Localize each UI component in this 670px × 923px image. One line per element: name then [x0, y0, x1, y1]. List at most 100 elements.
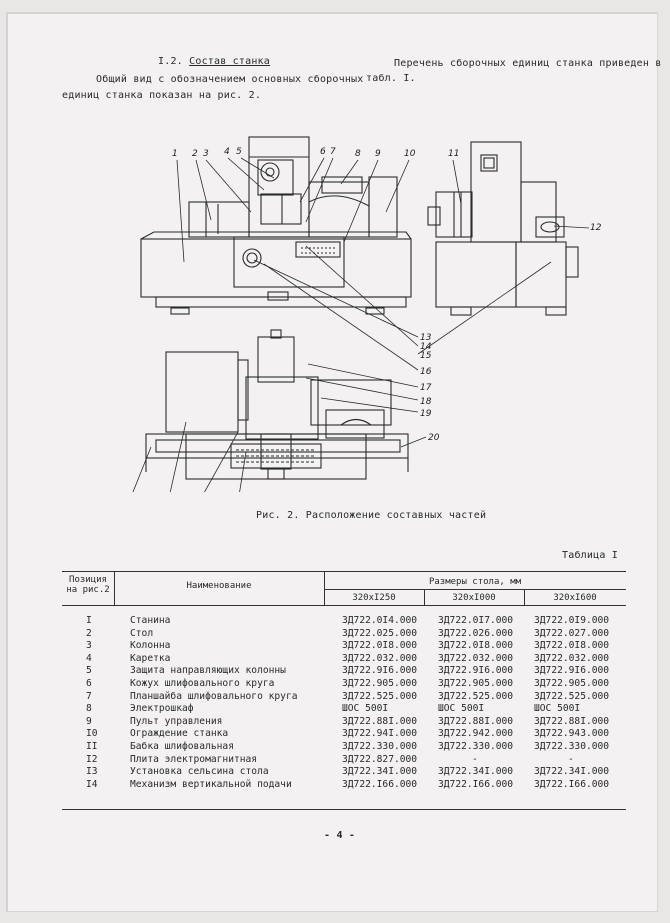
table-bottom-rule	[62, 809, 626, 810]
table-cell: Защита направляющих колонны	[130, 665, 286, 677]
table-cell: 8	[86, 703, 92, 715]
table-cell: I0	[86, 728, 98, 740]
table-cell: 3Д722.0I4.000	[342, 615, 418, 626]
table-cell: -	[472, 753, 478, 765]
table-cell: Плита электромагнитная	[130, 753, 258, 765]
table-cell: 3Д722.0I8.000	[438, 640, 514, 652]
callout-20: 20	[428, 433, 440, 443]
table-cell: 3Д722.I66.000	[342, 778, 418, 790]
table-cell: 3Д722.0I9.000	[534, 615, 610, 626]
table-cell: 3Д722.9I6.000	[438, 665, 514, 677]
table-cell: 3Д722.905.000	[438, 678, 514, 689]
table-cell: 3Д722.905.000	[342, 678, 418, 689]
col-divider-1	[114, 571, 115, 605]
table-cell: I2	[86, 753, 98, 765]
table-cell: 3Д722.032.000	[342, 652, 418, 664]
table-cell: 3Д722.88I.000	[438, 715, 514, 727]
table-cell: 9	[86, 715, 92, 727]
table-cell: Пульт управления	[130, 715, 223, 727]
col-divider-2	[324, 571, 325, 605]
table-cell: 3Д722.027.000	[534, 627, 610, 639]
table-cell: Стол	[130, 627, 154, 639]
callout-1: 1	[172, 149, 178, 159]
header-sizes: Размеры стола, мм	[428, 577, 522, 587]
table-cell: Электрошкаф	[130, 703, 194, 715]
side-view	[427, 141, 579, 316]
table-cell: 3Д722.34I.000	[534, 766, 610, 778]
table-cell: -	[568, 753, 574, 765]
callout-5: 5	[236, 147, 242, 157]
callout-16: 16	[420, 367, 432, 377]
col-divider-3	[424, 589, 425, 605]
table-cell: 2	[86, 627, 92, 639]
table-cell: 3Д722.025.000	[342, 627, 418, 639]
callout-12: 12	[590, 223, 602, 233]
table-cell: 3Д722.525.000	[534, 690, 610, 702]
table-cell: 3Д722.943.000	[534, 728, 610, 740]
table-cell: Установка сельсина стола	[130, 766, 269, 778]
table-cell: 3Д722.525.000	[342, 690, 418, 702]
header-bottom-rule	[62, 605, 626, 606]
col-divider-4	[524, 589, 525, 605]
table-cell: 3Д722.34I.000	[438, 766, 514, 778]
table-top-rule	[62, 571, 626, 572]
callout-3: 3	[203, 149, 209, 159]
callout-9: 9	[375, 149, 381, 159]
callout-8: 8	[355, 149, 361, 159]
callout-14: 14	[420, 342, 432, 352]
callout-17: 17	[420, 383, 432, 393]
table-cell: 3Д722.94I.000	[342, 728, 418, 740]
figure-caption: Рис. 2. Расположение составных частей	[256, 510, 487, 521]
callout-2: 2	[192, 149, 198, 159]
sizes-sub-rule	[324, 589, 626, 590]
table-cell: 3Д722.0I8.000	[342, 640, 418, 652]
header-name: Наименование	[186, 581, 252, 591]
leader-lines	[132, 157, 590, 492]
table-cell: 3Д722.330.000	[534, 741, 610, 752]
table-cell: ШОС 500I	[534, 703, 581, 715]
table-cell: Каретка	[130, 652, 171, 664]
table-cell: ШОС 500I	[438, 703, 485, 715]
table-cell: 3Д722.026.000	[438, 627, 514, 639]
intro-right-line1: Перечень сборочных единиц станка приведе…	[394, 58, 662, 69]
header-position: Позиция на рис.2	[66, 575, 110, 595]
table-cell: 4	[86, 652, 92, 664]
table-cell: 3Д722.88I.000	[342, 715, 418, 727]
table-cell: I4	[86, 778, 98, 790]
table-cell: 3Д722.0I7.000	[438, 615, 514, 626]
callout-4: 4	[224, 147, 230, 157]
table-cell: Планшайба шлифовального круга	[130, 690, 298, 702]
table-cell: 3Д722.525.000	[438, 690, 514, 702]
table-cell: Колонна	[130, 640, 171, 652]
table-cell: Станина	[130, 615, 171, 626]
callout-labels: 1 2 3 4 5 6 7 8 9 10 11 12 13 14 15 16 1…	[172, 147, 602, 443]
table-cell: 3	[86, 640, 92, 652]
table-cell: 3Д722.9I6.000	[342, 665, 418, 677]
callout-15: 15	[420, 351, 432, 361]
table-cell: Бабка шлифовальная	[130, 741, 234, 752]
top-view	[145, 329, 409, 480]
table-cell: 3Д722.34I.000	[342, 766, 418, 778]
callout-7: 7	[330, 147, 336, 157]
document-page: I.2. Состав станка Общий вид с обозначен…	[6, 12, 662, 912]
section-heading: I.2. Состав станка	[158, 56, 270, 67]
callout-13: 13	[420, 333, 432, 343]
callout-18: 18	[420, 397, 432, 407]
table-cell: Механизм вертикальной подачи	[130, 778, 292, 790]
header-size-1: 320хI250	[352, 593, 396, 603]
table-cell: 3Д722.827.000	[342, 753, 418, 765]
header-size-3: 320хI600	[553, 593, 597, 603]
table-cell: 3Д722.9I6.000	[534, 665, 610, 677]
page-number: - 4 -	[324, 830, 356, 841]
intro-left-line2: единиц станка показан на рис. 2.	[62, 90, 262, 101]
table-cell: Кожух шлифовального круга	[130, 678, 275, 689]
table-cell: Ограждение станка	[130, 728, 229, 740]
table-cell: 3Д722.0I8.000	[534, 640, 610, 652]
section-number: I.2.	[158, 56, 183, 67]
callout-10: 10	[404, 149, 416, 159]
spec-table: Позиция на рис.2 Наименование Размеры ст…	[62, 569, 626, 810]
callout-11: 11	[448, 149, 459, 159]
table-cell: 3Д722.905.000	[534, 678, 610, 689]
header-size-2: 320хI000	[452, 593, 496, 603]
intro-right-line2: табл. I.	[366, 73, 416, 84]
